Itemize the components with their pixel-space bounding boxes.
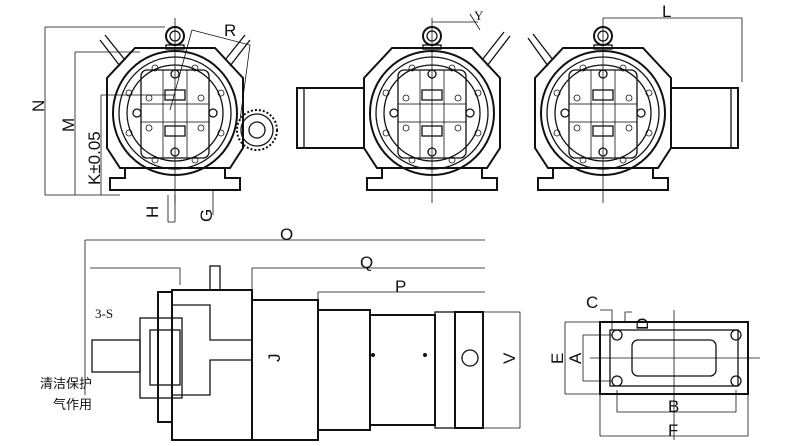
front-view-2 <box>296 17 511 204</box>
dim-y: Y <box>474 8 484 23</box>
dim-a: A <box>566 352 585 364</box>
dim-j: J <box>265 354 284 363</box>
dim-k: K±0.05 <box>85 131 104 185</box>
dim-e: E <box>548 353 567 364</box>
dim-c: C <box>586 293 598 312</box>
dim-n: N <box>29 100 48 112</box>
note-line-2: 气作用 <box>53 397 92 413</box>
side-view <box>84 239 521 441</box>
dim-h: H <box>143 206 162 218</box>
dim-y-line <box>432 13 481 31</box>
dim-d: D <box>633 318 652 330</box>
front-view-1 <box>99 17 278 204</box>
front-view-3 <box>527 17 739 204</box>
dim-q: Q <box>360 253 373 272</box>
dim-p: P <box>395 277 406 296</box>
dim-r: R <box>224 21 236 40</box>
gear-icon <box>236 109 278 151</box>
dim-v: V <box>500 352 519 364</box>
dim-g: G <box>197 209 216 222</box>
dim-3s: 3-S <box>95 306 113 321</box>
dim-l-line <box>603 17 743 82</box>
dim-m: M <box>59 118 78 132</box>
dim-f: F <box>668 421 678 440</box>
note-line-1: 清洁保护 <box>40 377 92 392</box>
dimensions-view-1 <box>44 26 251 223</box>
dim-o: O <box>280 225 293 244</box>
dim-l: L <box>662 2 671 21</box>
flange-view <box>564 309 760 440</box>
dim-b: B <box>668 397 679 416</box>
